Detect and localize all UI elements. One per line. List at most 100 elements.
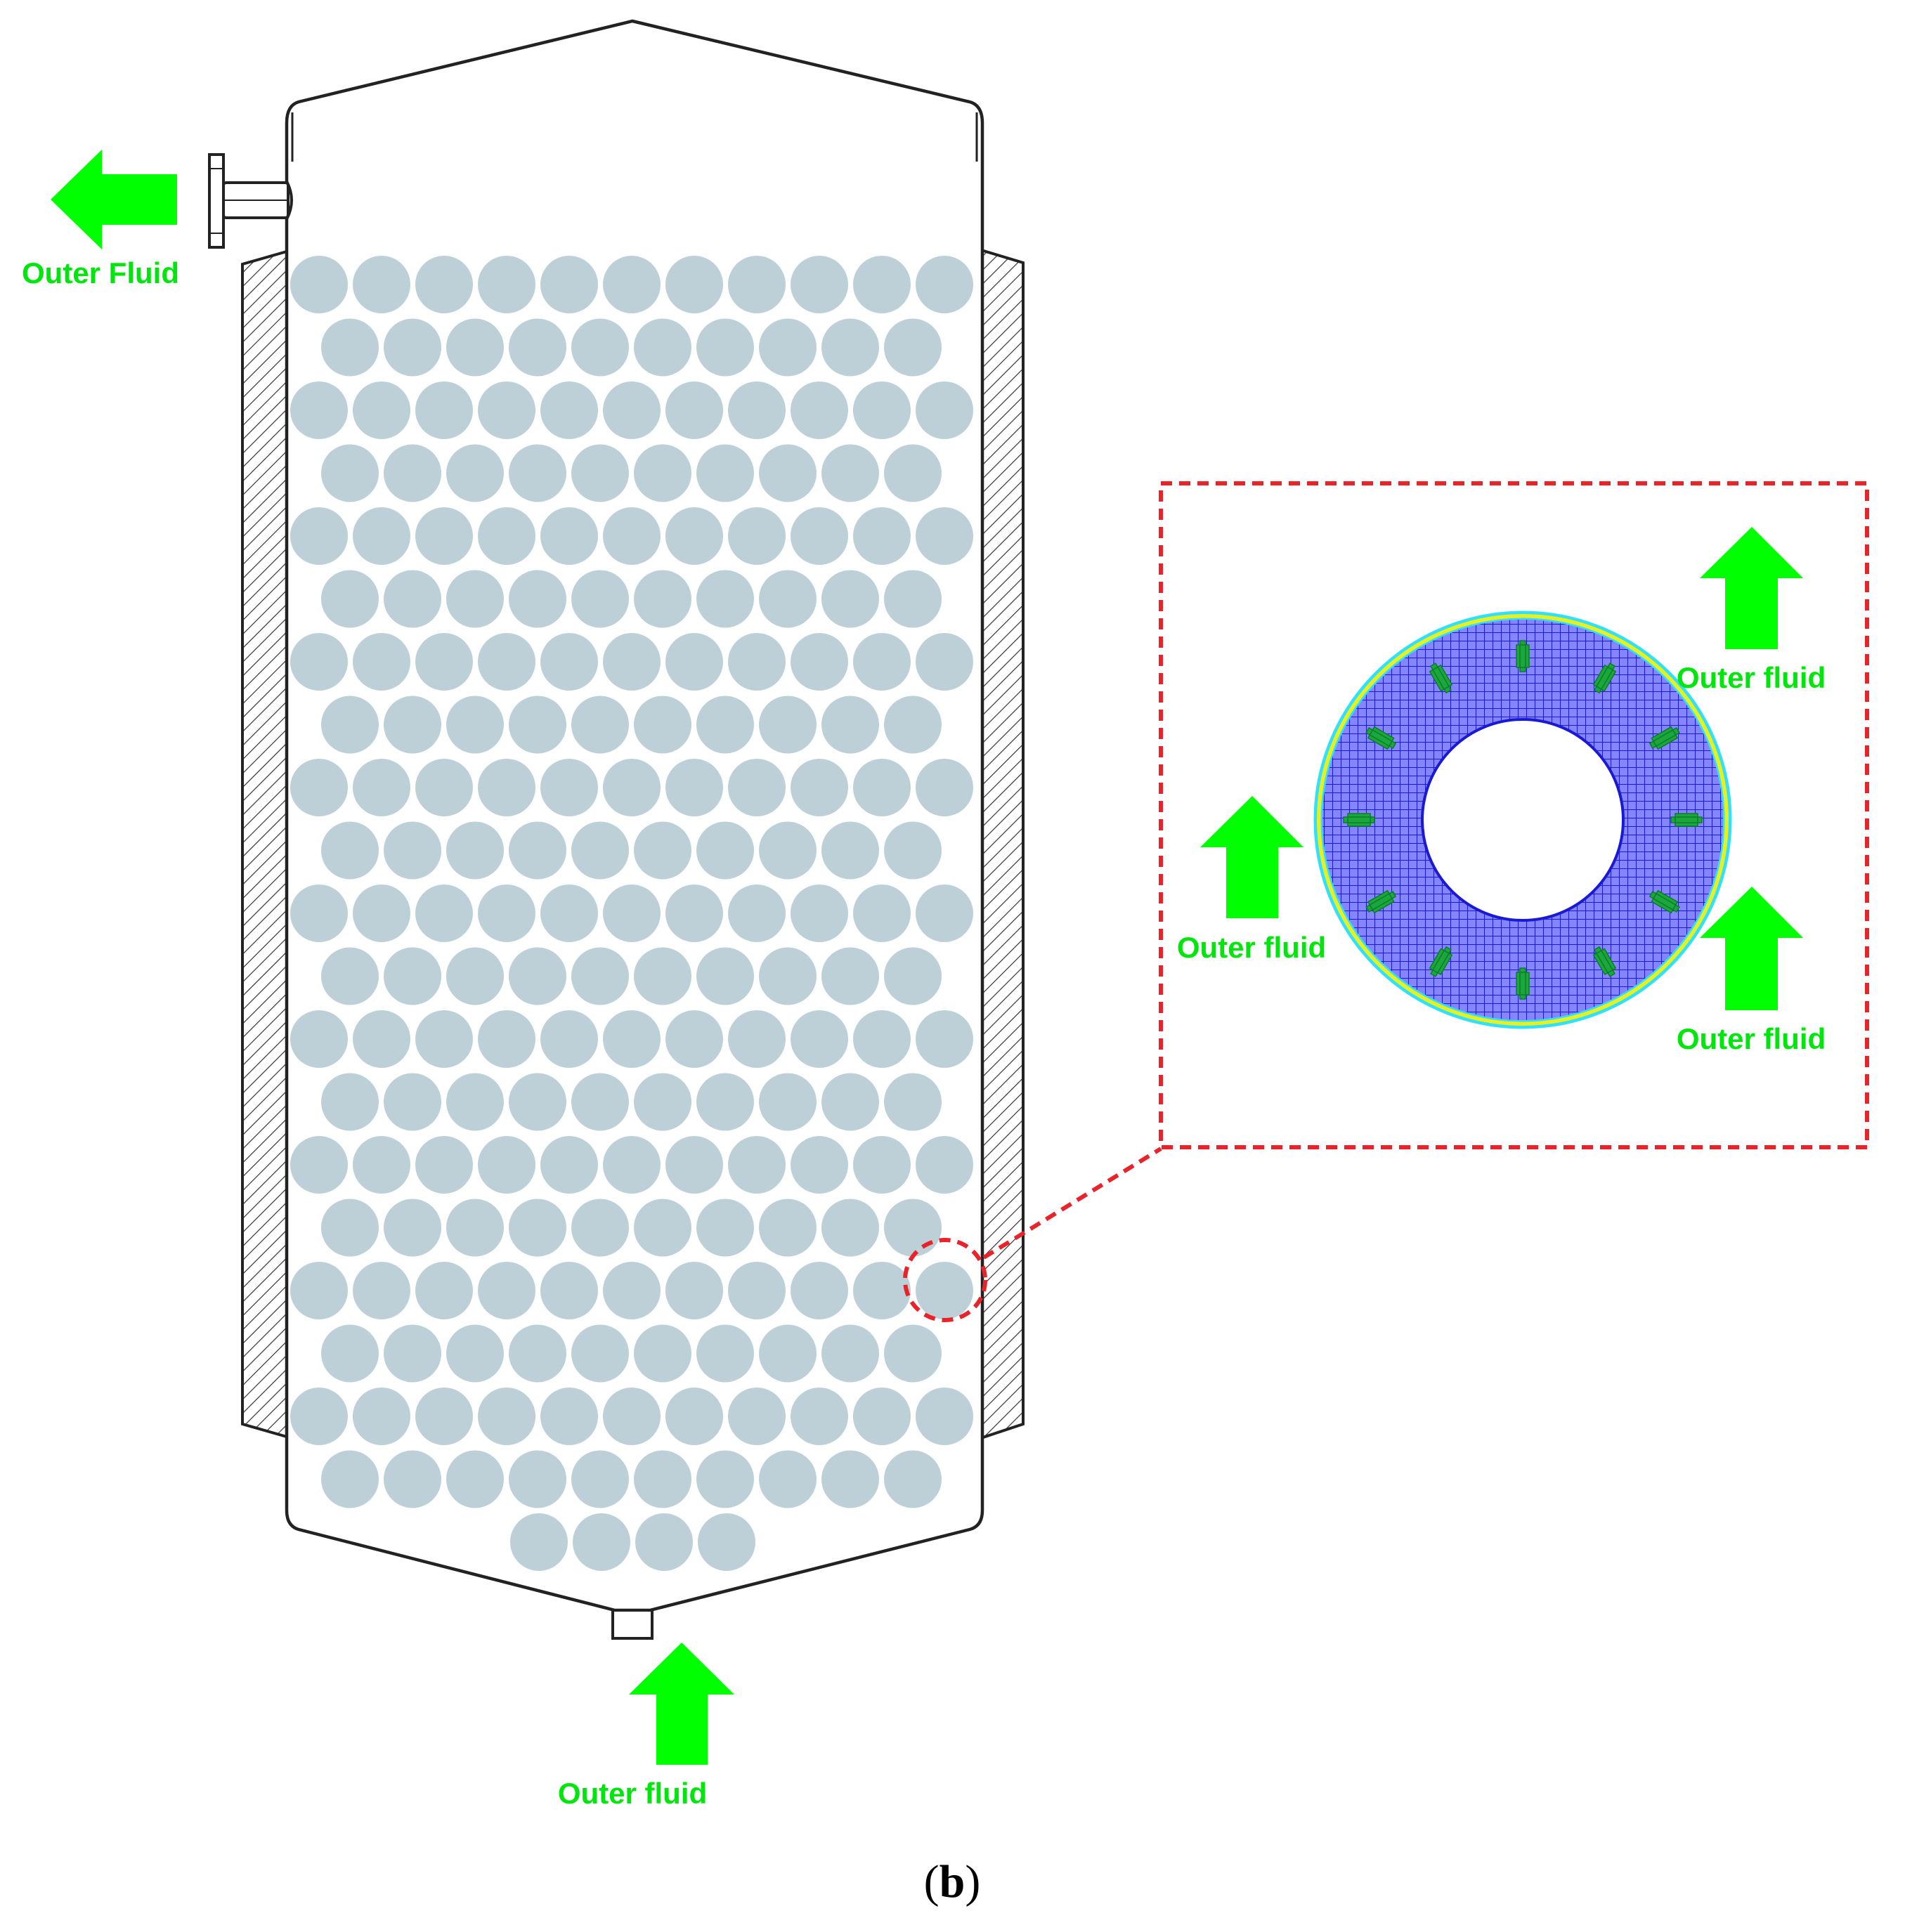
inset-mesh-view [1313,611,1732,1029]
sphere-particle-icon [665,885,723,942]
sphere-particle-icon [290,1388,348,1445]
sphere-particle-icon [415,759,473,816]
sphere-particle-icon [321,821,379,880]
sphere-particle-icon [665,1262,723,1319]
sphere-particle-icon [634,1073,691,1131]
sphere-particle-icon [321,696,379,754]
velocity-vector-icon [1649,726,1680,750]
sphere-particle-icon [791,381,848,439]
sphere-particle-icon [791,1136,848,1194]
sphere-particle-icon [540,1388,598,1445]
sphere-particle-icon [384,1073,441,1131]
sphere-particle-icon [759,947,817,1005]
velocity-vector-icon [1516,967,1530,1000]
sphere-particle-icon [446,821,504,880]
sphere-particle-icon [478,759,535,816]
sphere-particle-icon [290,381,348,439]
sphere-particle-icon [696,444,754,502]
sphere-particle-icon [353,507,410,565]
left-insulation [241,249,288,1439]
sphere-particle-icon [853,381,911,439]
sphere-particle-icon [759,1324,817,1383]
sphere-particle-icon [290,1136,348,1194]
sphere-particle-icon [759,821,817,880]
sphere-particle-icon [696,821,754,880]
mesh-ring-cyan [1320,618,1725,1022]
sphere-particle-icon [916,381,973,439]
sphere-particle-icon [384,318,441,377]
sphere-particle-icon [540,633,598,691]
sphere-particle-icon [571,821,629,880]
sphere-particle-icon [759,696,817,754]
sphere-particle-icon [509,947,566,1005]
sphere-particle-icon [540,885,598,942]
sphere-particle-icon [571,1199,629,1257]
sphere-particle-icon [884,696,942,754]
sphere-particle-icon [573,1513,630,1571]
outlet-flange [208,153,225,249]
figure-caption: (b) [924,1856,981,1907]
sphere-particle-icon [603,1262,661,1319]
sphere-particle-icon [853,1010,911,1068]
sphere-particle-icon [791,507,848,565]
sphere-particle-icon [603,759,661,816]
sphere-particle-icon [478,1262,535,1319]
sphere-particle-icon [353,1010,410,1068]
sphere-particle-icon [353,885,410,942]
sphere-particle-icon [728,1136,786,1194]
sphere-particle-icon [290,759,348,816]
velocity-vector-icon [1365,726,1397,750]
sphere-particle-icon [603,256,661,313]
sphere-particle-icon [571,444,629,502]
sphere-particle-icon [571,696,629,754]
caption-open: ( [924,1856,940,1907]
velocity-vector-icon [1516,640,1530,672]
sphere-particle-icon [916,1010,973,1068]
sphere-particle-icon [603,507,661,565]
sphere-particle-icon [884,1324,942,1383]
sphere-particle-icon [759,570,817,628]
packed-bed [290,256,973,1571]
sphere-particle-icon [821,1199,879,1257]
sphere-particle-icon [446,1450,504,1508]
block-arrow-icon [51,150,177,249]
sphere-particle-icon [540,759,598,816]
sphere-particle-icon [478,256,535,313]
sphere-particle-icon [821,1073,879,1131]
zoom-circle [903,1238,987,1322]
sphere-particle-icon [321,1324,379,1383]
velocity-vector-icon [1649,889,1680,914]
sphere-particle-icon [603,1010,661,1068]
sphere-particle-icon [571,570,629,628]
sphere-particle-icon [696,696,754,754]
sphere-particle-icon [759,444,817,502]
sphere-particle-icon [353,381,410,439]
sphere-particle-icon [696,1450,754,1508]
sphere-particle-icon [603,1388,661,1445]
sphere-particle-icon [791,256,848,313]
right-insulation [977,247,1025,1441]
label-outer-fluid-inset-left: Outer fluid [1177,931,1326,964]
sphere-particle-icon [478,507,535,565]
sphere-particle-icon [510,1513,568,1571]
sphere-particle-icon [634,821,691,880]
sphere-particle-icon [696,1073,754,1131]
velocity-vector-icon [1429,663,1453,694]
sphere-particle-icon [478,1388,535,1445]
sphere-particle-icon [415,1136,473,1194]
sphere-particle-icon [665,759,723,816]
sphere-particle-icon [916,507,973,565]
sphere-particle-icon [384,696,441,754]
sphere-particle-icon [821,570,879,628]
sphere-particle-icon [603,633,661,691]
velocity-vector-icon [1670,813,1703,827]
zoom-callout [903,481,1869,1322]
sphere-particle-icon [791,885,848,942]
sphere-particle-icon [791,633,848,691]
sphere-particle-icon [634,444,691,502]
sphere-particle-icon [415,885,473,942]
sphere-particle-icon [728,1262,786,1319]
sphere-particle-icon [916,633,973,691]
sphere-particle-icon [634,947,691,1005]
sphere-particle-icon [446,1199,504,1257]
